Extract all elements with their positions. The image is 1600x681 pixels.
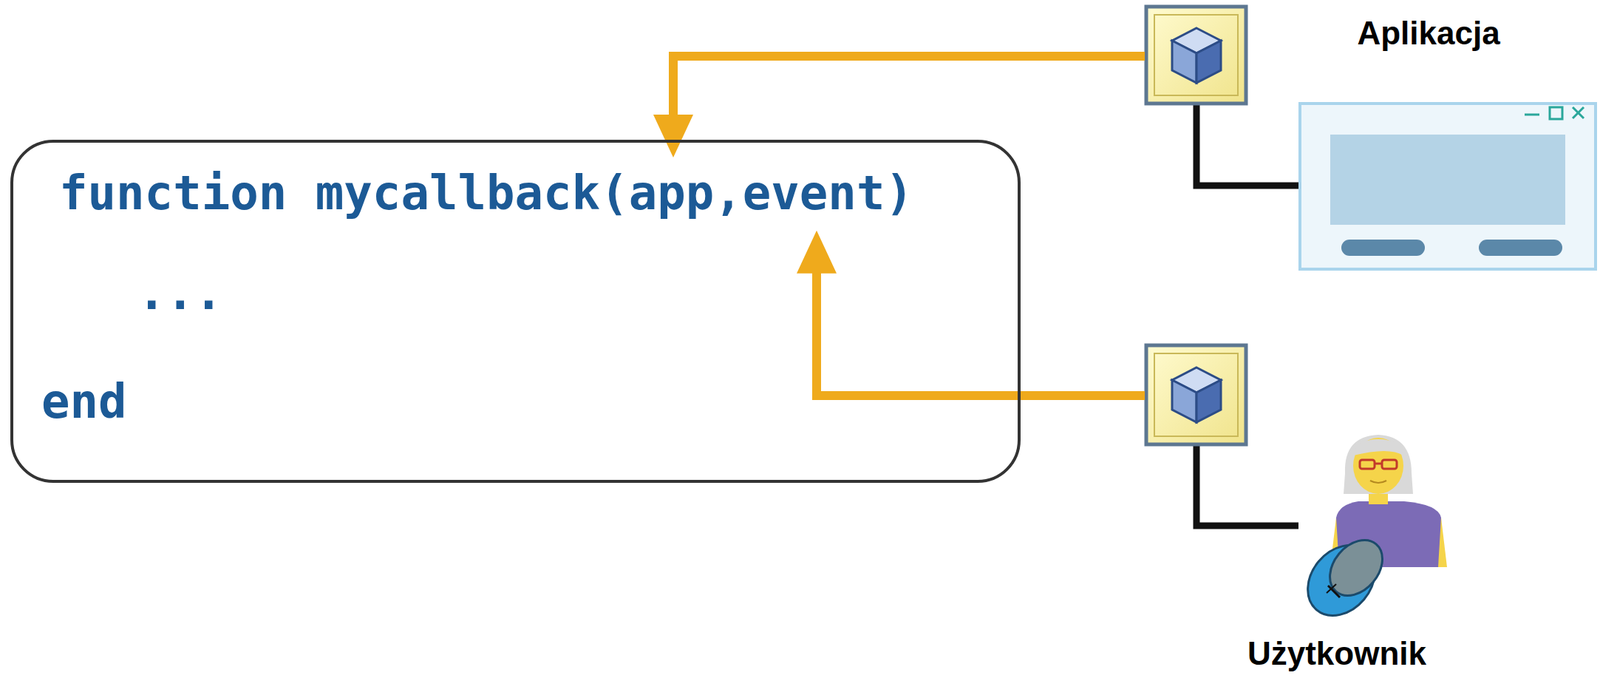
arrow-head: [796, 230, 837, 274]
app-node: Aplikacja: [1144, 5, 1598, 272]
node-label: Aplikacja: [1356, 14, 1500, 54]
mouse: [1294, 529, 1394, 629]
user-node: Użytkownik: [1144, 343, 1598, 678]
arrow-line: [673, 56, 1145, 117]
object-icon: [1146, 6, 1247, 104]
arrow-head: [653, 114, 694, 158]
object-icon: [1146, 345, 1247, 445]
code-line: ...: [137, 264, 224, 322]
wire: [1196, 104, 1299, 526]
arrow-line: [816, 271, 1145, 396]
code-box: function mycallback(app,event)...end: [10, 139, 1021, 483]
callback-arrow: [796, 230, 1145, 396]
app-window: [1299, 103, 1596, 270]
node-label: Użytkownik: [1247, 634, 1427, 674]
code-line: function mycallback(app,event): [59, 164, 914, 222]
code-line: end: [41, 373, 128, 431]
